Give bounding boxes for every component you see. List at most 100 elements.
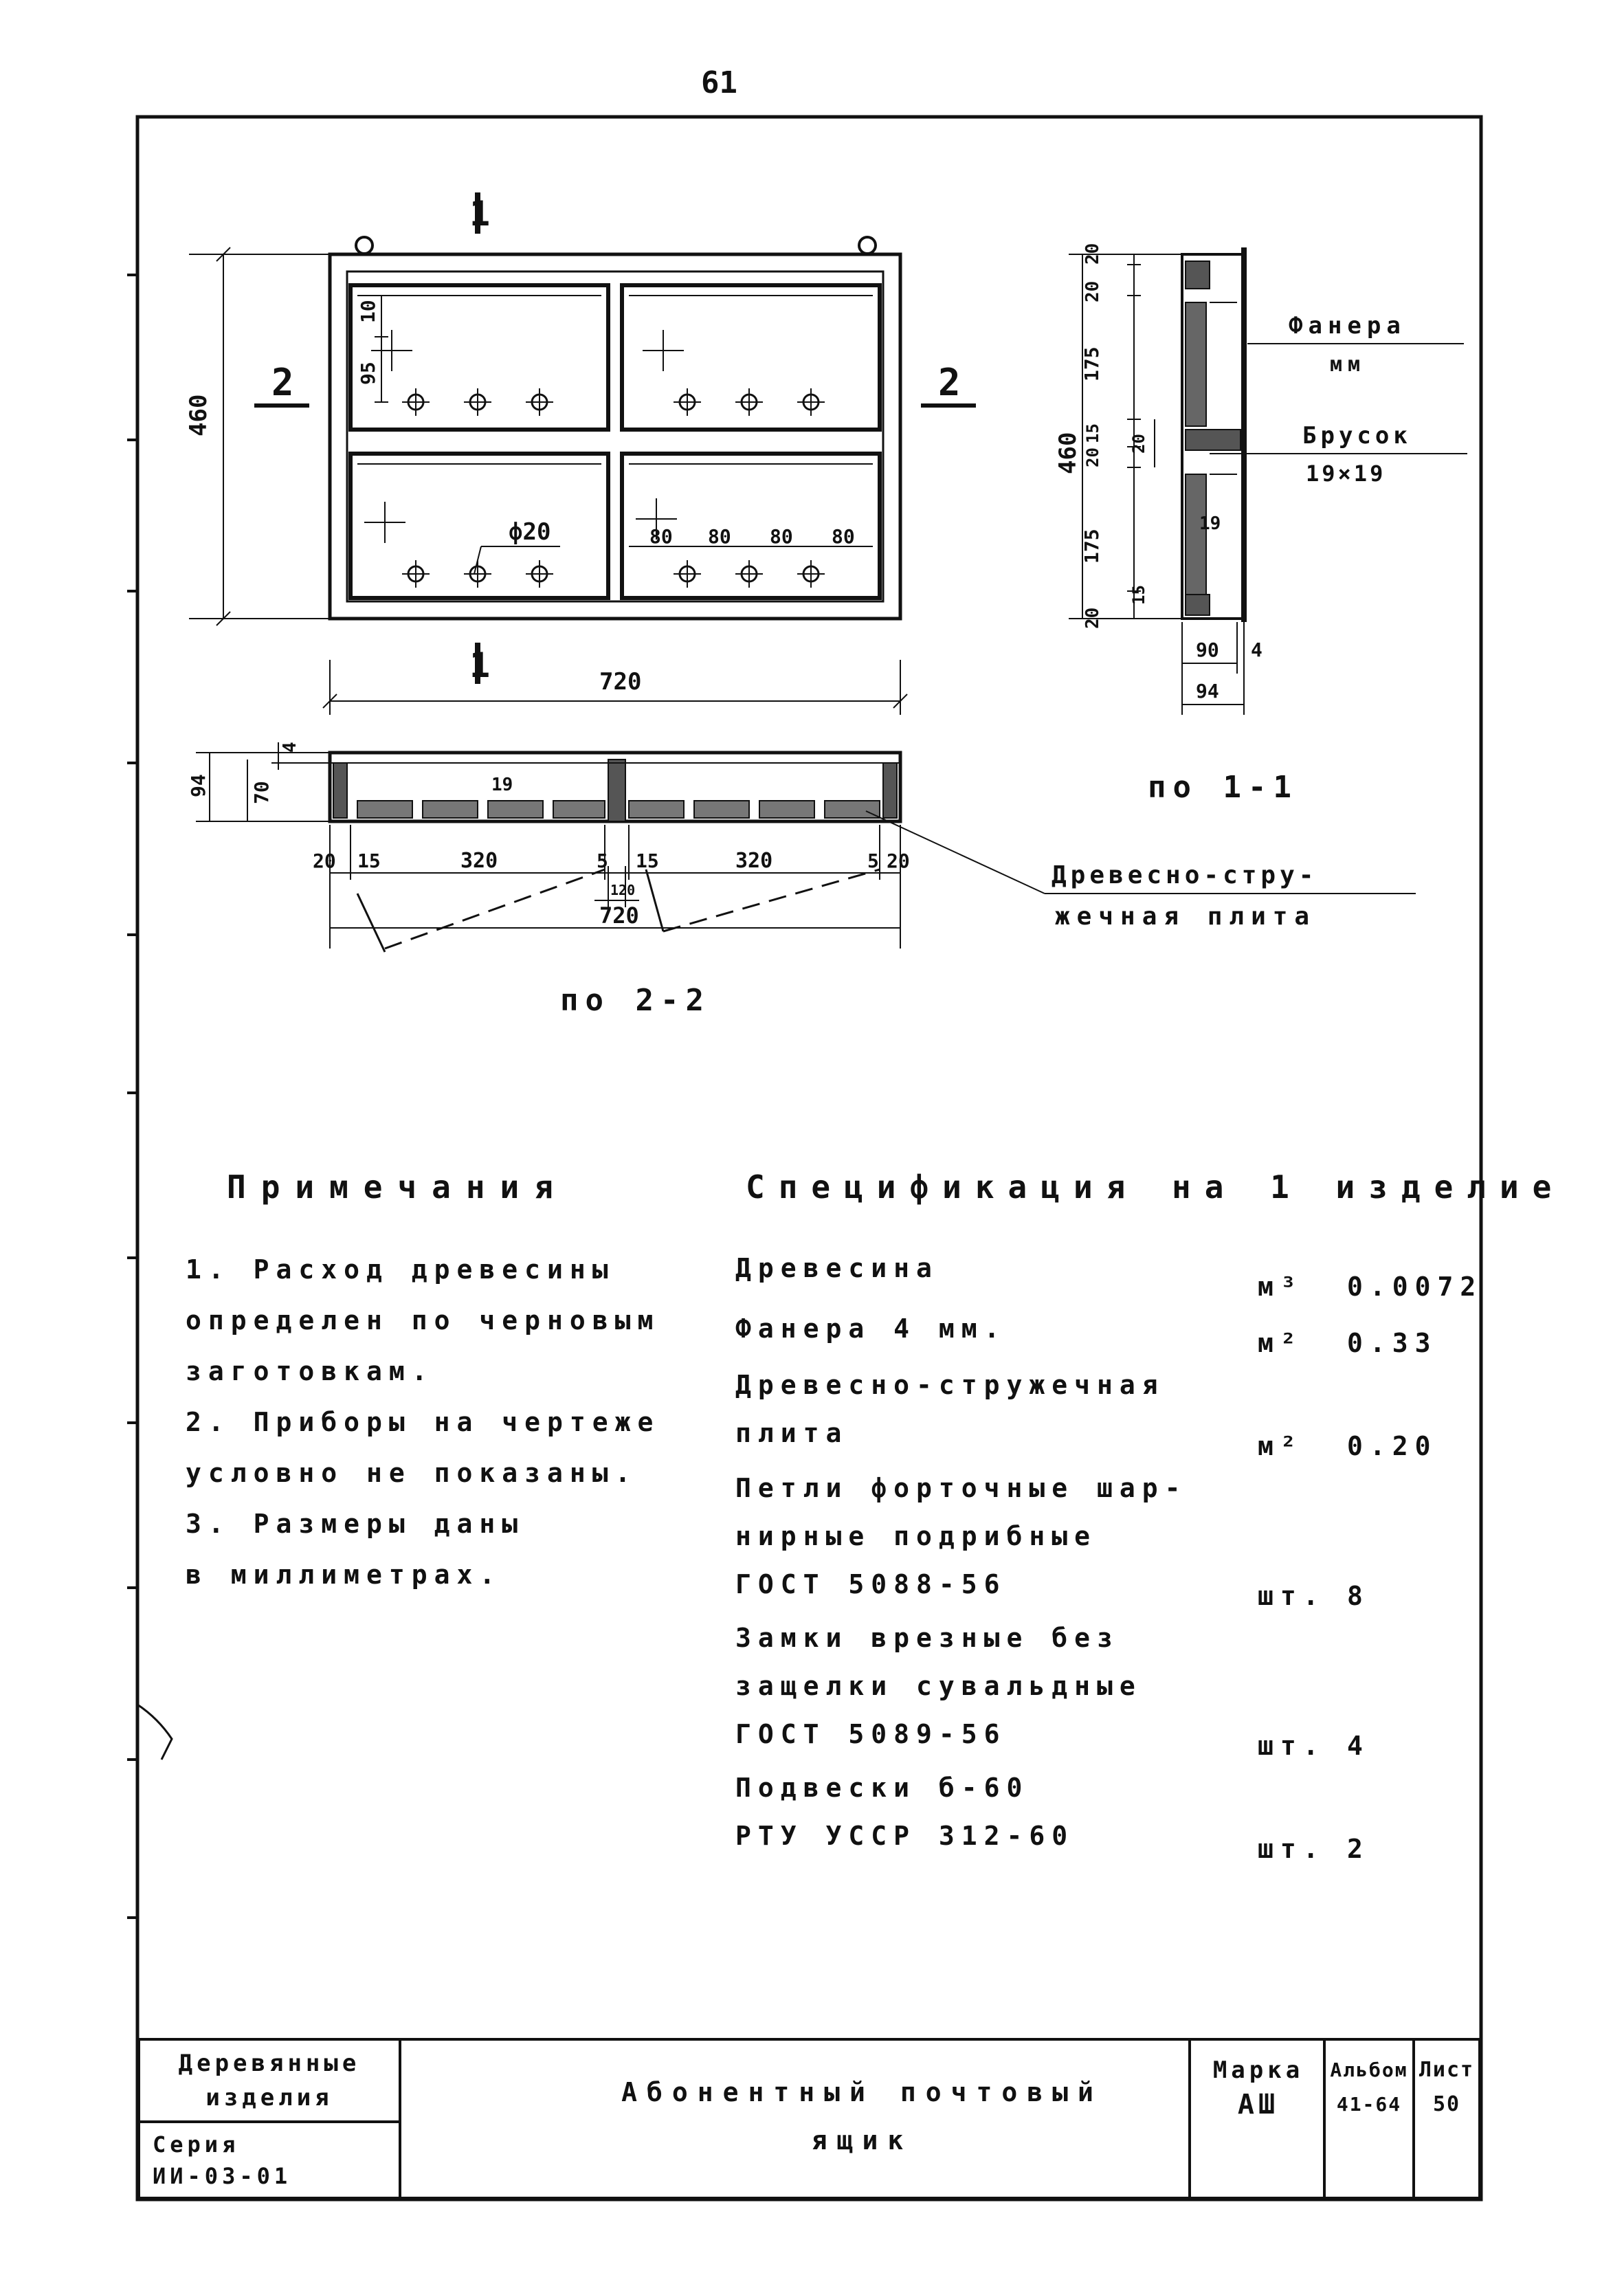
title-block-mark: Марка АШ [1188,2041,1326,2199]
svg-text:мм: мм [1330,353,1366,377]
svg-text:320: 320 [460,849,498,873]
svg-text:94: 94 [187,774,210,797]
album-value: 41-64 [1336,2093,1402,2116]
section-1-1 [1069,247,1467,715]
svg-text:15: 15 [1129,585,1148,605]
svg-text:80: 80 [649,525,673,548]
title-block-title: Абонентный почтовый ящик [401,2041,1326,2199]
svg-text:20: 20 [1129,434,1148,454]
spec-item-unit: шт. [1258,1731,1326,1761]
title-block-sheet: Лист 50 [1415,2041,1478,2199]
svg-text:1: 1 [469,645,490,685]
svg-text:320: 320 [735,849,772,873]
spec-item-unit: шт. [1258,1581,1326,1611]
spec-row-hangers: Подвески б-60 РТУ УССР 312-60 шт. 2 [735,1764,1464,1867]
svg-text:720: 720 [599,902,639,929]
spec-item-qty: 4 [1347,1731,1370,1761]
svg-text:90: 90 [1196,639,1219,661]
title-block-series: Серия ИИ-03-01 [140,2123,401,2199]
sheet-value: 50 [1432,2092,1461,2116]
svg-text:1: 1 [469,194,490,234]
spec-item-name: Подвески б-60 РТУ УССР 312-60 [735,1773,1075,1851]
page-number: 61 [701,65,737,100]
svg-text:94: 94 [1196,680,1219,702]
svg-text:20: 20 [1082,243,1103,265]
spec-row-hinges: Петли форточные шар- нирные подрибные ГО… [735,1464,1464,1614]
note-item-2: 2. Приборы на чертеже условно не показан… [186,1407,660,1488]
svg-text:175: 175 [1080,529,1103,564]
drawing-title-line-1: Абонентный почтовый [621,2077,1103,2107]
title-block-category: Деревянные изделия [140,2041,401,2123]
spec-item-unit: м² [1258,1328,1303,1358]
svg-text:Древесно-стру-: Древесно-стру- [1052,861,1317,889]
spec-row-plywood: Фанера 4 мм. м² 0.33 [735,1305,1464,1361]
spec-item-qty: 0.0072 [1347,1272,1483,1302]
spec-row-locks: Замки врезные без защелки сувальдные ГОС… [735,1614,1464,1764]
svg-text:80: 80 [832,525,855,548]
svg-text:Брусок: Брусок [1302,422,1412,450]
series-value: ИИ-03-01 [153,2163,292,2189]
svg-text:жечная плита: жечная плита [1055,902,1316,931]
title-block: Деревянные изделия Серия ИИ-03-01 Абонен… [137,2038,1481,2199]
section-1-1-labels: 20 20 175 15 20 20 175 15 20 460 19 90 9… [1054,243,1412,805]
spec-item-unit: шт. [1258,1834,1326,1864]
svg-text:5: 5 [597,850,608,872]
svg-text:175: 175 [1080,346,1103,381]
spec-item-qty: 0.33 [1347,1328,1438,1358]
svg-text:20: 20 [1082,608,1103,629]
svg-text:460: 460 [1054,432,1082,474]
title-block-album: Альбом 41-64 [1326,2041,1415,2199]
svg-text:по 1-1: по 1-1 [1148,770,1298,805]
front-view [189,192,976,715]
svg-text:по 2-2: по 2-2 [560,983,711,1018]
svg-text:15: 15 [357,850,381,872]
category-line-2: изделия [205,2084,333,2111]
svg-text:460: 460 [185,395,212,436]
mark-label: Марка [1212,2056,1304,2084]
svg-text:10: 10 [357,300,379,323]
svg-text:Фанера: Фанера [1289,312,1406,340]
svg-text:20: 20 [313,850,336,872]
svg-text:20: 20 [887,850,910,872]
svg-text:120: 120 [610,882,635,898]
svg-text:ф20: ф20 [509,518,550,546]
spec-item-name: Фанера 4 мм. [735,1313,1007,1344]
spec-item-qty: 8 [1347,1581,1370,1611]
spec-item-unit: м³ [1258,1272,1303,1302]
svg-text:4: 4 [280,742,300,753]
spec-item-name: Замки врезные без защелки сувальдные ГОС… [735,1623,1142,1749]
note-item-1: 1. Расход древесины определен по черновы… [186,1254,660,1386]
front-view-labels: 1 1 2 2 460 720 10 95 ф20 80 80 80 80 [185,194,961,696]
specification-table: Древесина м³ 0.0072 Фанера 4 мм. м² 0.33… [735,1244,1483,1867]
spec-item-name: Петли форточные шар- нирные подрибные ГО… [735,1473,1188,1599]
spec-item-name: Древесно-стружечная плита [735,1370,1165,1448]
svg-text:2: 2 [271,361,294,404]
notes-list: 1. Расход древесины определен по черновы… [186,1244,722,1600]
drawing-title-line-2: ящик [811,2125,913,2155]
category-line-1: Деревянные [178,2050,361,2077]
svg-text:2: 2 [938,361,961,404]
album-label: Альбом [1330,2059,1408,2081]
section-2-2-labels: 94 70 4 19 20 15 320 5 15 320 5 20 120 7… [187,742,1317,1018]
spec-row-chipboard: Древесно-стружечная плита м² 0.20 [735,1361,1464,1464]
margin-mark [137,1703,173,1760]
series-label: Серия [153,2131,240,2158]
sheet-frame [135,115,1483,2202]
svg-text:70: 70 [250,781,273,804]
spec-row-wood: Древесина м³ 0.0072 [735,1244,1483,1305]
svg-text:20: 20 [1082,281,1103,302]
notes-heading: Примечания [227,1168,568,1206]
specification-heading: Спецификация на 1 изделие [746,1168,1566,1206]
section-2-2 [196,742,1416,953]
svg-text:19: 19 [491,775,513,795]
svg-text:19×19: 19×19 [1306,461,1386,487]
sheet-label: Лист [1419,2058,1475,2082]
note-item-3: 3. Размеры даны в миллиметрах. [186,1509,525,1590]
svg-text:80: 80 [708,525,731,548]
mark-value: АШ [1237,2089,1280,2120]
margin-ticks [127,274,137,1919]
svg-text:5: 5 [867,850,879,872]
svg-text:15: 15 [1083,423,1102,443]
svg-text:4: 4 [1251,639,1263,661]
